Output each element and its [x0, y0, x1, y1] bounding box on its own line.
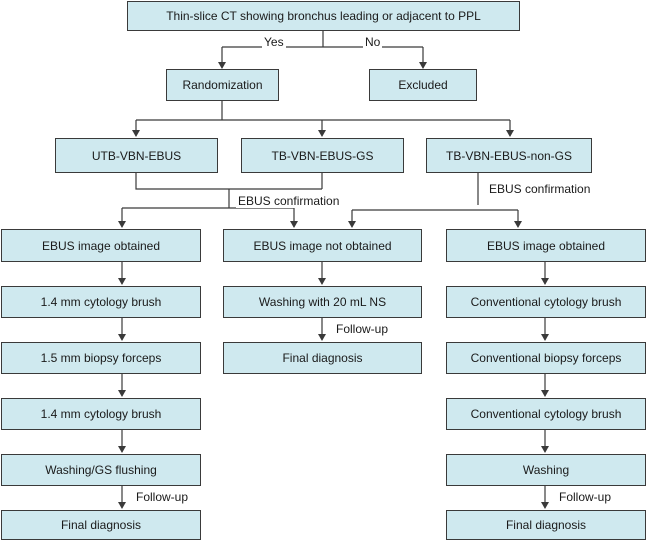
node-left-ebus-obtained: EBUS image obtained	[1, 229, 201, 262]
node-ct-screening: Thin-slice CT showing bronchus leading o…	[127, 1, 520, 31]
node-randomization: Randomization	[166, 69, 279, 101]
node-right-washing: Washing	[446, 454, 646, 486]
node-right-cytology-brush-1: Conventional cytology brush	[446, 286, 646, 318]
node-tb-vbn-ebus-gs: TB-VBN-EBUS-GS	[241, 138, 404, 173]
node-left-final-diagnosis: Final diagnosis	[1, 510, 201, 540]
node-tb-vbn-ebus-non-gs: TB-VBN-EBUS-non-GS	[426, 138, 592, 173]
node-middle-final-diagnosis: Final diagnosis	[223, 342, 422, 374]
node-excluded: Excluded	[369, 69, 477, 101]
edge-label-followup-right: Follow-up	[557, 490, 614, 504]
edge-label-followup-middle: Follow-up	[334, 322, 391, 336]
node-left-cytology-brush-2: 1.4 mm cytology brush	[1, 398, 201, 430]
node-left-washing-gs-flushing: Washing/GS flushing	[1, 454, 201, 486]
edge-label-ebus-confirmation-right: EBUS confirmation	[487, 182, 593, 196]
node-middle-ebus-not-obtained: EBUS image not obtained	[223, 229, 422, 262]
node-right-ebus-obtained: EBUS image obtained	[446, 229, 646, 262]
node-left-cytology-brush-1: 1.4 mm cytology brush	[1, 286, 201, 318]
edge-label-yes: Yes	[262, 35, 286, 49]
edge-label-ebus-confirmation-center: EBUS confirmation	[236, 194, 342, 208]
node-right-biopsy-forceps: Conventional biopsy forceps	[446, 342, 646, 374]
node-utb-vbn-ebus: UTB-VBN-EBUS	[55, 138, 218, 173]
node-middle-washing-ns: Washing with 20 mL NS	[223, 286, 422, 318]
node-right-cytology-brush-2: Conventional cytology brush	[446, 398, 646, 430]
edge-label-followup-left: Follow-up	[134, 490, 191, 504]
node-right-final-diagnosis: Final diagnosis	[446, 510, 646, 540]
edge-label-no: No	[363, 35, 383, 49]
node-left-biopsy-forceps: 1.5 mm biopsy forceps	[1, 342, 201, 374]
